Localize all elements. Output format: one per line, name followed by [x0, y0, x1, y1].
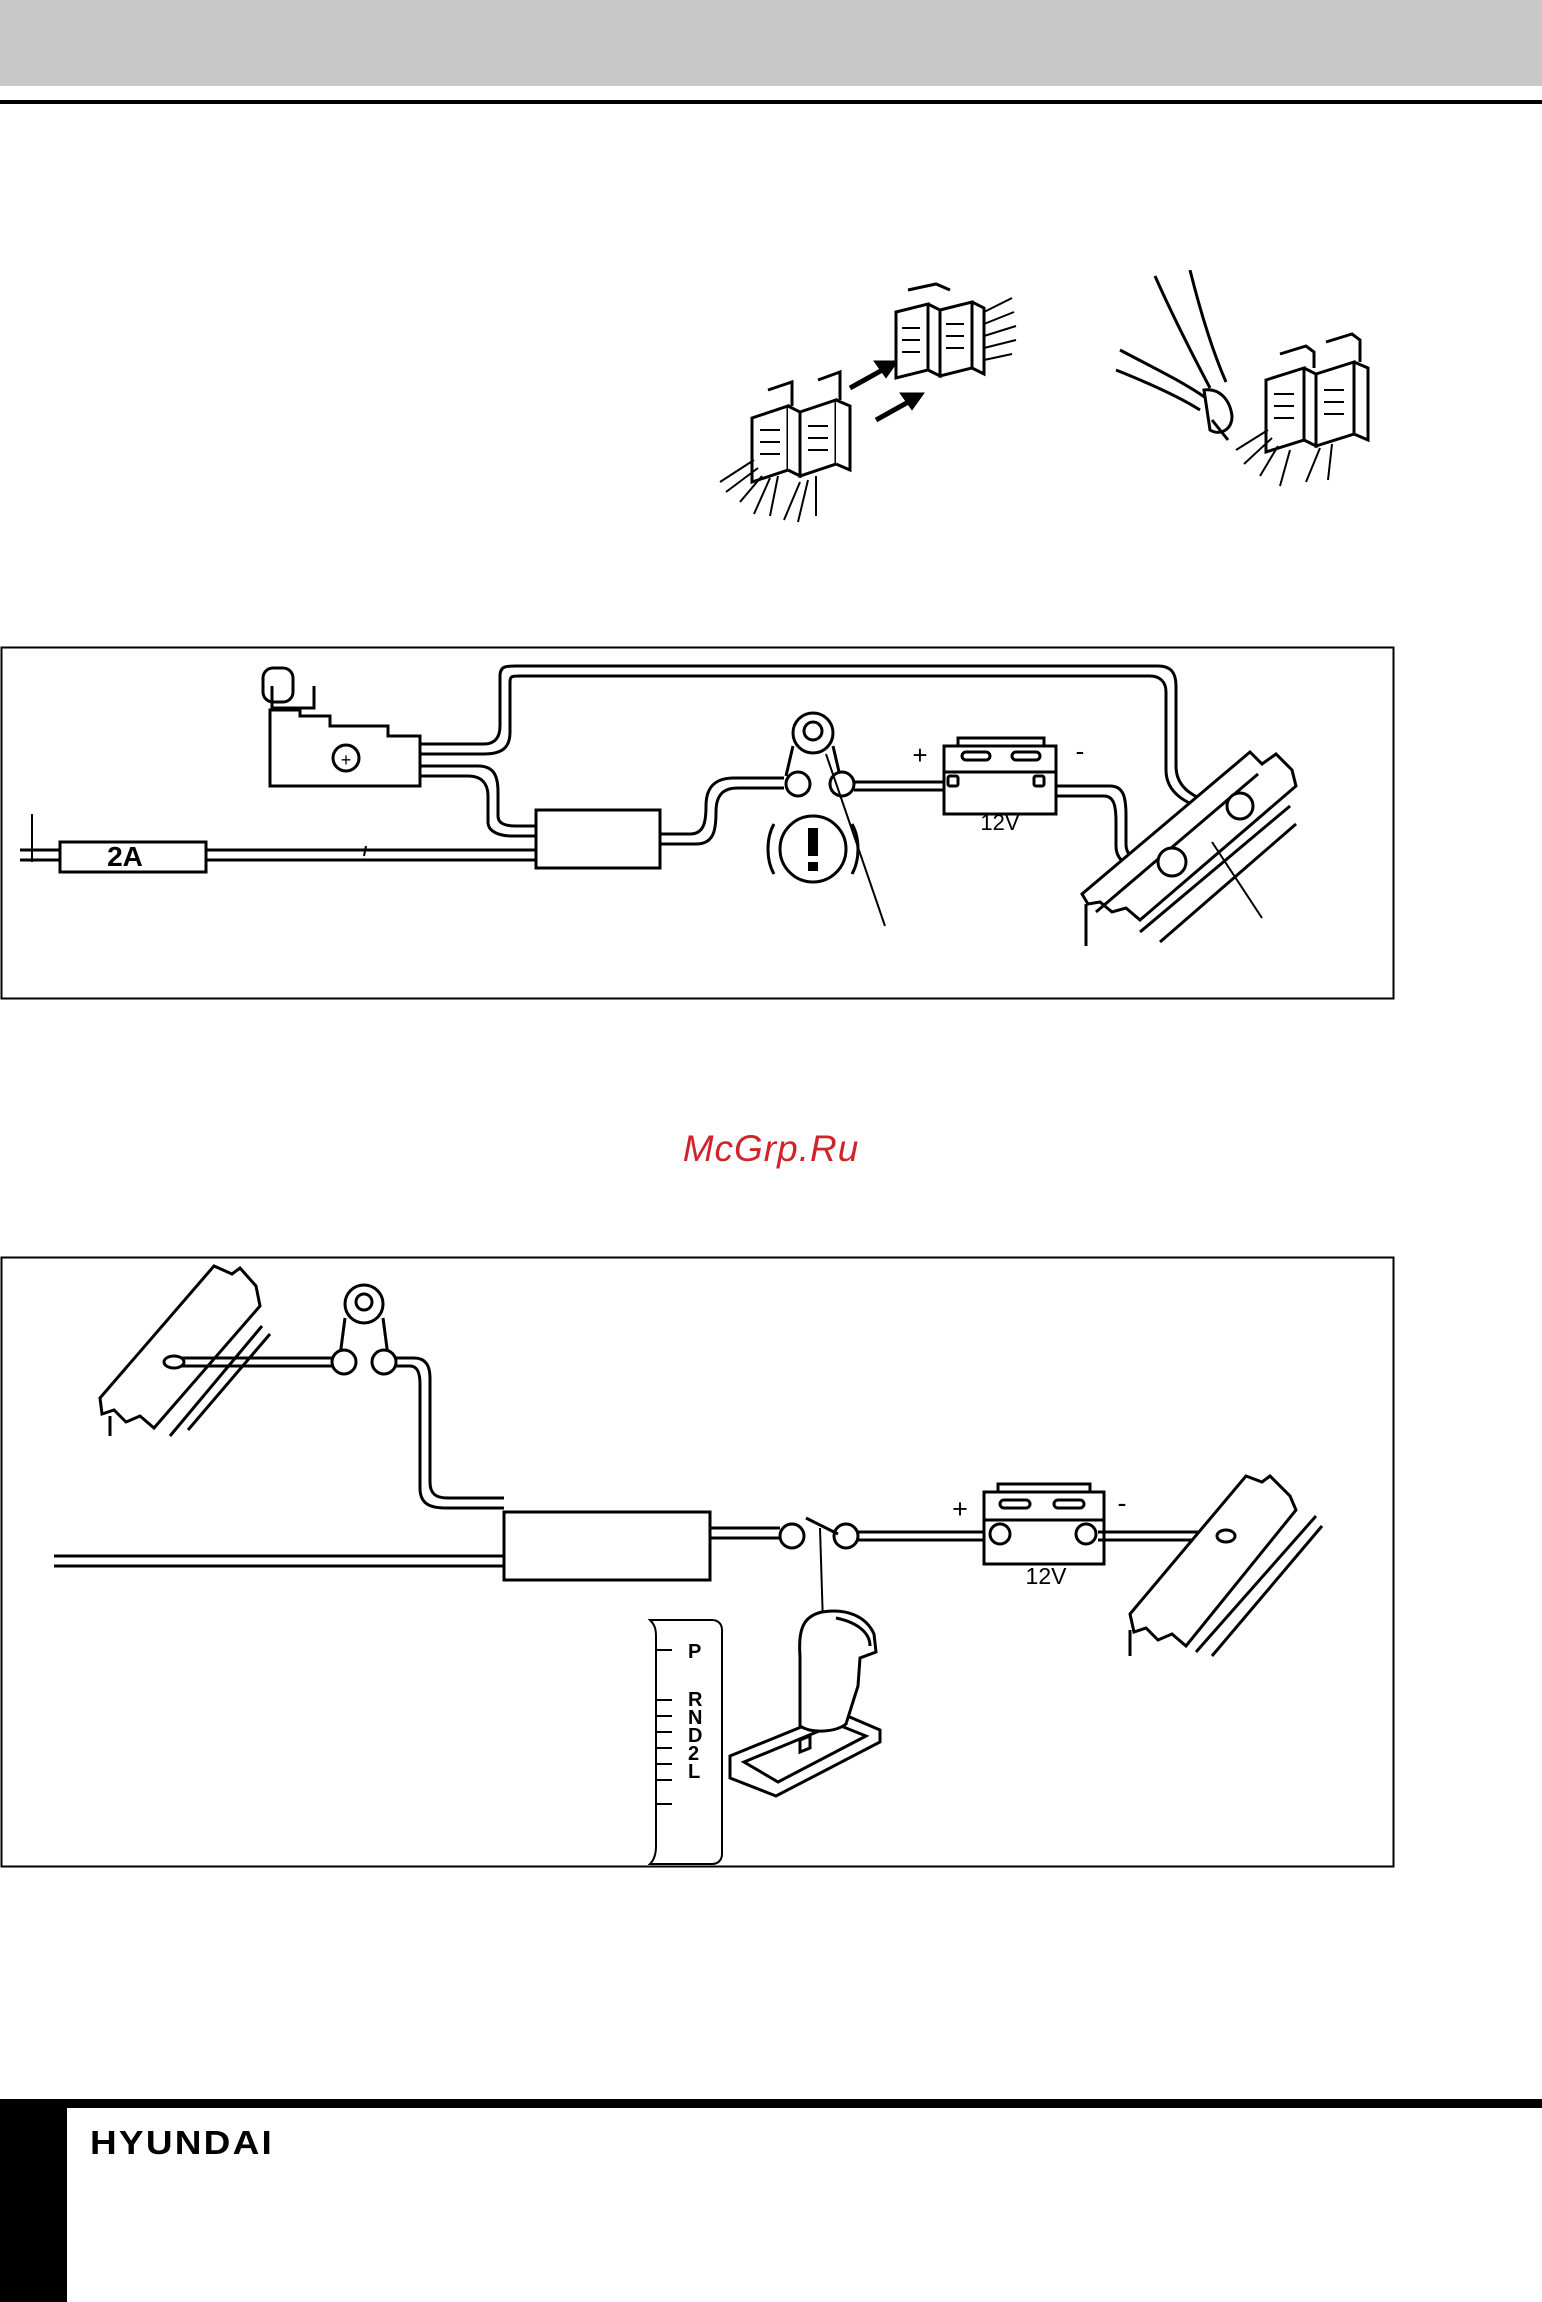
battery-plus-sign: +	[912, 740, 927, 770]
screw-symbol: +	[341, 750, 352, 770]
battery-plus-sign: +	[952, 1494, 968, 1524]
gear-indicator-panel	[650, 1620, 722, 1864]
battery-minus-sign: -	[1118, 1488, 1127, 1518]
indicator-lamp	[332, 1285, 396, 1374]
footer-page-tab	[0, 2099, 67, 2302]
gear-label-l: L	[688, 1761, 700, 1783]
iso-plug-mating	[896, 284, 1016, 378]
gear-label-p: P	[688, 1641, 701, 1663]
chassis-ground-left	[100, 1266, 270, 1436]
watermark-text: McGrp.Ru	[0, 1128, 1542, 1170]
iso-plug-left	[720, 372, 850, 522]
battery	[944, 738, 1056, 814]
figure-transmission-wiring: 12V + - P R N D 2 L	[0, 1256, 1395, 1868]
header-rule	[0, 100, 1542, 104]
footer-rule	[0, 2099, 1542, 2108]
pliers-icon	[1116, 270, 1232, 440]
header-band	[0, 0, 1542, 86]
battery-minus-sign: -	[1076, 736, 1085, 766]
chassis-ground	[1082, 752, 1296, 946]
warning-icon	[768, 816, 858, 882]
chassis-ground-right	[1130, 1476, 1322, 1656]
brand-logo: HYUNDAI	[90, 2124, 274, 2162]
battery-label: 12V	[980, 810, 1019, 835]
control-box	[504, 1512, 710, 1580]
gear-shifter-icon	[730, 1611, 880, 1796]
connector-illustration	[700, 270, 1420, 550]
control-box	[536, 810, 660, 868]
battery	[984, 1484, 1104, 1564]
figure-parking-brake-wiring: + 2A ! 12V + -	[0, 646, 1395, 1000]
fuse-label: 2A	[107, 841, 143, 872]
battery-label: 12V	[1026, 1563, 1068, 1589]
iso-plug-right	[1236, 334, 1368, 486]
